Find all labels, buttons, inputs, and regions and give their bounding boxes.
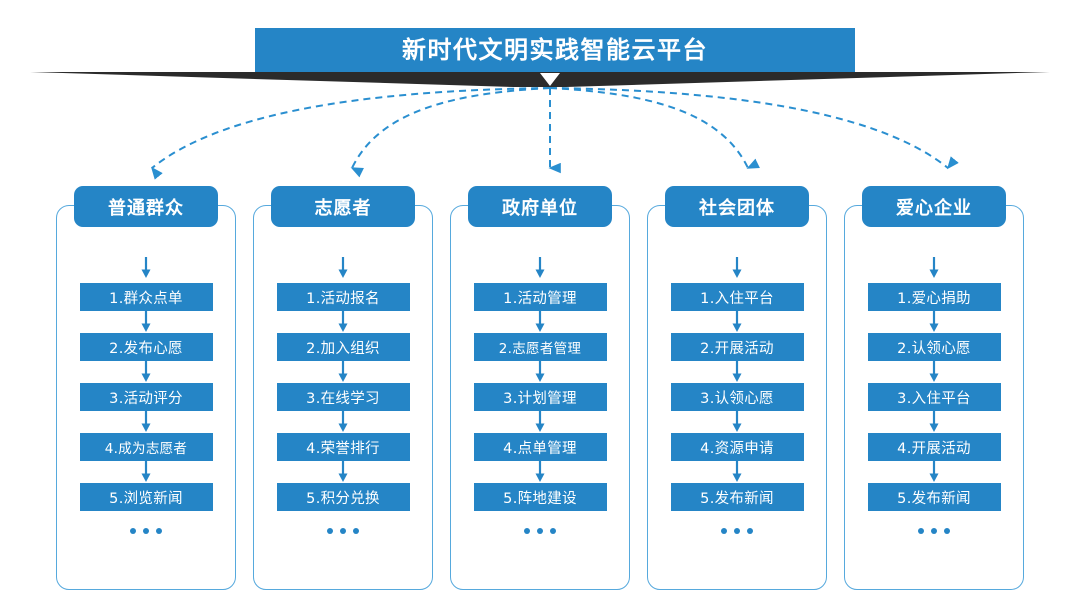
step-item[interactable]: 3.入住平台 xyxy=(867,383,1001,411)
down-arrow-icon xyxy=(535,257,545,278)
down-arrow-icon xyxy=(338,461,348,482)
down-arrow-icon xyxy=(732,361,742,382)
role-columns: 普通群众 1.群众点单 2.发布心愿 3.活动评分 4.成为志愿者 5.浏览新闻 志愿者 1.… xyxy=(0,186,1080,595)
column-steps-enterprise: 1.爱心捐助 2.认领心愿 3.入住平台 4.开展活动 5.发布新闻 xyxy=(845,253,1023,534)
down-arrow-icon xyxy=(141,361,151,382)
down-arrow-icon xyxy=(535,361,545,382)
connector-to-enterprise xyxy=(549,87,959,170)
step-item[interactable]: 4.成为志愿者 xyxy=(79,433,213,461)
step-item[interactable]: 1.爱心捐助 xyxy=(867,283,1001,311)
column-header-government[interactable]: 政府单位 xyxy=(468,186,612,227)
down-arrow-icon xyxy=(535,461,545,482)
step-item[interactable]: 3.在线学习 xyxy=(276,383,410,411)
ellipsis-dots-icon xyxy=(524,528,556,534)
down-arrow-icon xyxy=(338,361,348,382)
ellipsis-dots-icon xyxy=(327,528,359,534)
connector-to-public xyxy=(150,87,551,180)
column-steps-social-group: 1.入住平台 2.开展活动 3.认领心愿 4.资源申请 5.发布新闻 xyxy=(648,253,826,534)
step-item[interactable]: 3.计划管理 xyxy=(473,383,607,411)
ellipsis-dots-icon xyxy=(721,528,753,534)
ellipsis-dots-icon xyxy=(130,528,162,534)
column-steps-volunteer: 1.活动报名 2.加入组织 3.在线学习 4.荣誉排行 5.积分兑换 xyxy=(254,253,432,534)
step-item[interactable]: 5.阵地建设 xyxy=(473,483,607,511)
down-arrow-icon xyxy=(141,257,151,278)
down-arrow-icon xyxy=(535,311,545,332)
down-arrow-icon xyxy=(141,461,151,482)
connector-to-volunteer xyxy=(350,87,551,178)
step-item[interactable]: 2.发布心愿 xyxy=(79,333,213,361)
banner-fold-shadow xyxy=(30,72,1050,87)
role-column-government: 政府单位 1.活动管理 2.志愿者管理 3.计划管理 4.点单管理 5.阵地建设 xyxy=(450,186,630,590)
role-column-public: 普通群众 1.群众点单 2.发布心愿 3.活动评分 4.成为志愿者 5.浏览新闻 xyxy=(56,186,236,590)
down-arrow-icon xyxy=(929,311,939,332)
column-header-public[interactable]: 普通群众 xyxy=(74,186,218,227)
down-arrow-icon xyxy=(929,411,939,432)
step-item[interactable]: 2.认领心愿 xyxy=(867,333,1001,361)
step-item[interactable]: 4.荣誉排行 xyxy=(276,433,410,461)
role-column-social-group: 社会团体 1.入住平台 2.开展活动 3.认领心愿 4.资源申请 5.发布新闻 xyxy=(647,186,827,590)
step-item[interactable]: 5.发布新闻 xyxy=(670,483,804,511)
down-arrow-icon xyxy=(929,461,939,482)
role-column-enterprise: 爱心企业 1.爱心捐助 2.认领心愿 3.入住平台 4.开展活动 5.发布新闻 xyxy=(844,186,1024,590)
step-item[interactable]: 5.浏览新闻 xyxy=(79,483,213,511)
down-arrow-icon xyxy=(535,411,545,432)
step-item[interactable]: 4.开展活动 xyxy=(867,433,1001,461)
column-header-social-group[interactable]: 社会团体 xyxy=(665,186,809,227)
ellipsis-dots-icon xyxy=(918,528,950,534)
down-arrow-icon xyxy=(141,311,151,332)
step-item[interactable]: 1.群众点单 xyxy=(79,283,213,311)
step-item[interactable]: 2.开展活动 xyxy=(670,333,804,361)
step-item[interactable]: 4.资源申请 xyxy=(670,433,804,461)
step-item[interactable]: 1.活动报名 xyxy=(276,283,410,311)
step-item[interactable]: 3.认领心愿 xyxy=(670,383,804,411)
column-header-enterprise[interactable]: 爱心企业 xyxy=(862,186,1006,227)
connector-to-social-group xyxy=(549,87,760,169)
down-arrow-icon xyxy=(338,311,348,332)
down-arrow-icon xyxy=(732,311,742,332)
platform-banner: 新时代文明实践智能云平台 xyxy=(255,28,855,72)
step-item[interactable]: 1.入住平台 xyxy=(670,283,804,311)
page-title: 新时代文明实践智能云平台 xyxy=(402,36,708,64)
down-arrow-icon xyxy=(732,257,742,278)
column-header-volunteer[interactable]: 志愿者 xyxy=(271,186,415,227)
step-item[interactable]: 5.积分兑换 xyxy=(276,483,410,511)
banner-bar: 新时代文明实践智能云平台 xyxy=(255,28,855,72)
step-item[interactable]: 3.活动评分 xyxy=(79,383,213,411)
column-steps-government: 1.活动管理 2.志愿者管理 3.计划管理 4.点单管理 5.阵地建设 xyxy=(451,253,629,534)
column-steps-public: 1.群众点单 2.发布心愿 3.活动评分 4.成为志愿者 5.浏览新闻 xyxy=(57,253,235,534)
fold-down-arrow-icon xyxy=(540,73,560,86)
down-arrow-icon xyxy=(732,461,742,482)
step-item[interactable]: 4.点单管理 xyxy=(473,433,607,461)
down-arrow-icon xyxy=(141,411,151,432)
step-item[interactable]: 2.加入组织 xyxy=(276,333,410,361)
step-item[interactable]: 1.活动管理 xyxy=(473,283,607,311)
step-item[interactable]: 2.志愿者管理 xyxy=(473,333,607,361)
step-item[interactable]: 5.发布新闻 xyxy=(867,483,1001,511)
down-arrow-icon xyxy=(929,361,939,382)
down-arrow-icon xyxy=(338,411,348,432)
down-arrow-icon xyxy=(929,257,939,278)
role-column-volunteer: 志愿者 1.活动报名 2.加入组织 3.在线学习 4.荣誉排行 5.积分兑换 xyxy=(253,186,433,590)
down-arrow-icon xyxy=(338,257,348,278)
down-arrow-icon xyxy=(732,411,742,432)
